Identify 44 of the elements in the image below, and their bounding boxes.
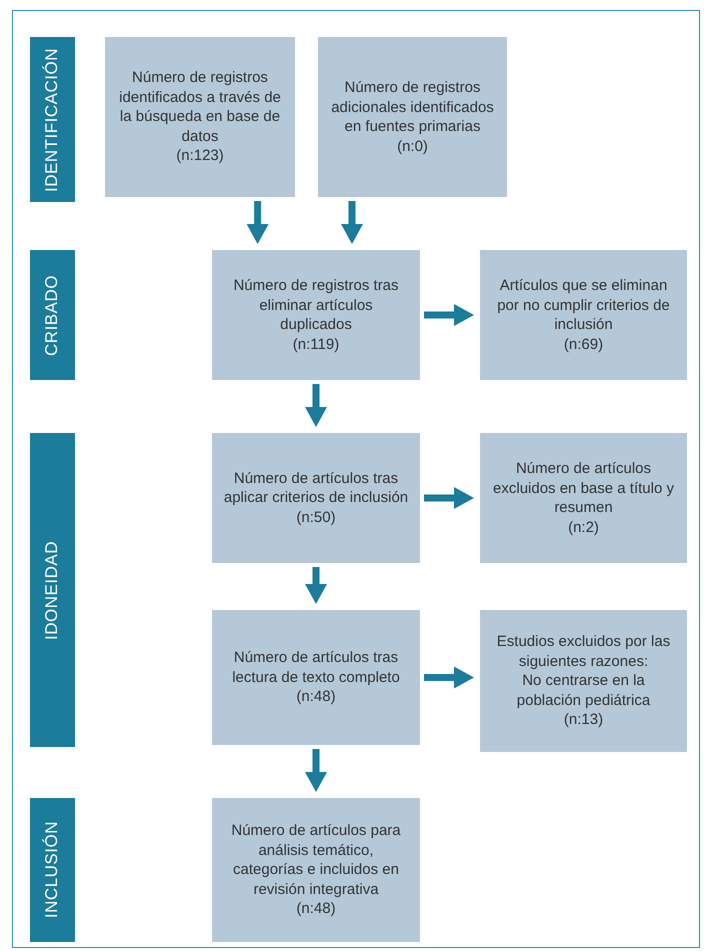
phase-band bbox=[30, 250, 75, 380]
phase-label: IDONEIDAD bbox=[41, 540, 62, 640]
arrow bbox=[305, 384, 327, 427]
box-text: Número de registros identificados a través de la búsqueda en base de datos bbox=[118, 68, 282, 146]
count-text: (n:69) bbox=[564, 334, 604, 354]
process-box bbox=[212, 610, 420, 745]
box-text: Número de registros adicionales identificados en fuentes primarias bbox=[330, 78, 495, 136]
process-box bbox=[480, 610, 687, 752]
arrow bbox=[424, 304, 474, 326]
process-box bbox=[105, 37, 295, 197]
count-text: (n:123) bbox=[176, 146, 224, 166]
arrow bbox=[246, 201, 269, 244]
box-text: Número de registros tras eliminar artículos duplicados bbox=[232, 276, 400, 334]
process-box bbox=[318, 37, 507, 197]
process-box bbox=[212, 250, 420, 380]
arrow bbox=[424, 487, 474, 509]
count-text: (n:48) bbox=[296, 687, 336, 707]
arrow bbox=[305, 567, 327, 604]
count-text: (n:50) bbox=[296, 508, 336, 528]
box-text: Artículos que se eliminan por no cumplir criterios de inclusión bbox=[496, 276, 671, 334]
arrow bbox=[424, 666, 474, 688]
count-text: (n:0) bbox=[397, 136, 428, 156]
box-text: Número de artículos excluidos en base a título y resumen bbox=[492, 459, 675, 518]
phase-band bbox=[30, 798, 75, 942]
process-box bbox=[212, 798, 420, 942]
process-box bbox=[212, 433, 420, 563]
count-text: (n:48) bbox=[296, 899, 336, 919]
arrow bbox=[305, 749, 327, 792]
phase-band bbox=[30, 433, 75, 747]
phase-label: INCLUSIÓN bbox=[41, 821, 62, 919]
count-text: (n:119) bbox=[292, 334, 340, 354]
count-text: (n:13) bbox=[564, 710, 604, 730]
phase-band bbox=[30, 37, 75, 202]
box-text: Número de artículos tras aplicar criterios de inclusión bbox=[222, 468, 410, 508]
phase-label: CRIBADO bbox=[41, 274, 62, 356]
box-text: Número de artículos para análisis temático, categorías e incluidos en revisión integrativa bbox=[230, 821, 402, 900]
box-text: Estudios excluidos por las siguientes razones: bbox=[496, 632, 672, 672]
process-box bbox=[480, 250, 687, 380]
arrow bbox=[341, 201, 363, 244]
box-text: No centrarse en la población pediátrica bbox=[516, 671, 652, 710]
box-text: Número de artículos tras lectura de texto completo bbox=[231, 648, 401, 688]
process-box bbox=[480, 433, 687, 563]
count-text: (n:2) bbox=[568, 518, 599, 537]
phase-label: IDENTIFICACIÓN bbox=[41, 48, 62, 192]
